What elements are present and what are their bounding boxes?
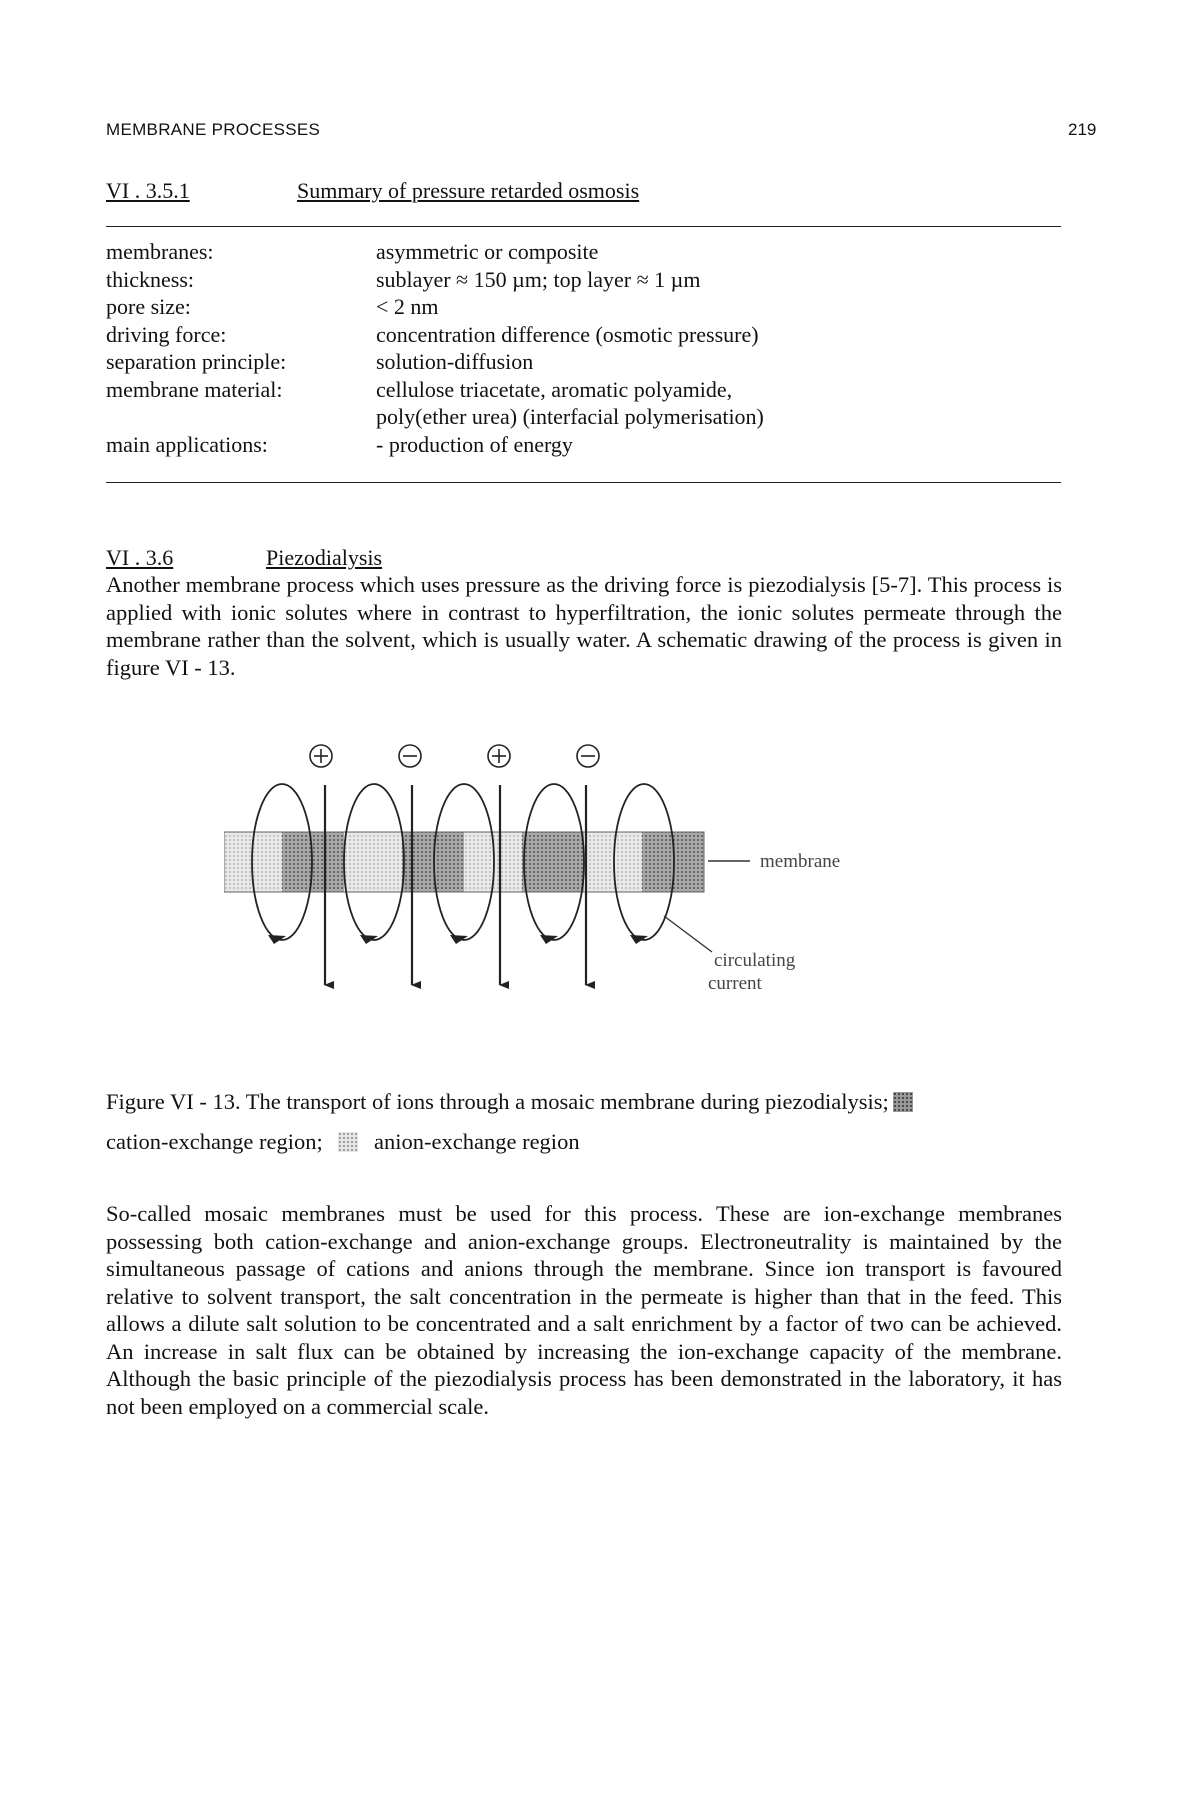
section-number: VI . 3.5.1	[106, 178, 190, 203]
summary-label: thickness:	[106, 266, 194, 292]
ion-signs	[309, 744, 600, 768]
summary-label: pore size:	[106, 294, 191, 319]
figure-caption: Figure VI - 13. The transport of ions th…	[106, 1082, 1076, 1162]
summary-row: poly(ether urea) (interfacial polymerisa…	[106, 403, 1046, 431]
summary-value: cellulose triacetate, aromatic polyamide…	[376, 376, 733, 402]
plus-ion-icon	[487, 744, 511, 768]
anion-exchange-swatch	[338, 1132, 359, 1152]
summary-label: driving force:	[106, 321, 227, 347]
page-number: 219	[1068, 120, 1097, 139]
body-paragraph: So-called mosaic membranes must be used …	[106, 1201, 1062, 1419]
summary-value: sublayer ≈ 150 µm; top layer ≈ 1 µm	[376, 266, 701, 292]
plus-ion-icon	[309, 744, 333, 768]
caption-line-2: cation-exchange region; anion-exchange r…	[106, 1122, 1076, 1162]
section-number: VI . 3.6	[106, 545, 174, 570]
circulating-loops	[251, 783, 675, 941]
caption-text: Figure VI - 13. The transport of ions th…	[106, 1089, 889, 1114]
summary-row: separation principle: solution-diffusion	[106, 348, 1046, 376]
summary-value: solution-diffusion	[376, 349, 534, 374]
figure-piezodialysis: membrane circulating current	[223, 730, 984, 1030]
summary-label: membrane material:	[106, 376, 283, 402]
summary-value: < 2 nm	[376, 294, 439, 319]
caption-cation-label: cation-exchange region;	[106, 1129, 323, 1154]
minus-ion-icon	[576, 744, 600, 768]
table-bottom-rule	[106, 482, 1061, 483]
summary-label: main applications:	[106, 431, 268, 457]
membrane-band	[223, 831, 705, 893]
table-top-rule	[106, 226, 1061, 227]
summary-label: separation principle:	[106, 349, 287, 374]
summary-label: membranes:	[106, 239, 214, 264]
caption-line-1: Figure VI - 13. The transport of ions th…	[106, 1082, 1076, 1122]
ion-flux-arrows	[323, 785, 595, 989]
summary-row: main applications: - production of energ…	[106, 431, 1046, 459]
summary-row: pore size: < 2 nm	[106, 293, 1046, 321]
caption-anion-label: anion-exchange region	[374, 1129, 580, 1154]
running-title: MEMBRANE PROCESSES	[106, 120, 321, 139]
section-title: Summary of pressure retarded osmosis	[297, 178, 640, 203]
summary-label	[106, 403, 376, 431]
summary-row: driving force: concentration difference …	[106, 321, 1046, 349]
label-membrane: membrane	[760, 851, 840, 872]
summary-value: poly(ether urea) (interfacial polymerisa…	[376, 404, 764, 429]
summary-value: - production of energy	[376, 431, 573, 457]
current-leader-line	[663, 915, 713, 953]
summary-row: thickness: sublayer ≈ 150 µm; top layer …	[106, 266, 1046, 294]
intro-paragraph: Another membrane process which uses pres…	[106, 572, 1062, 680]
cation-exchange-swatch	[892, 1092, 913, 1112]
summary-row: membranes: asymmetric or composite	[106, 238, 1046, 266]
minus-ion-icon	[398, 744, 422, 768]
summary-value: concentration difference (osmotic pressu…	[376, 321, 759, 347]
summary-table: membranes: asymmetric or composite thick…	[106, 238, 1046, 458]
figure-drawing: membrane circulating current	[223, 744, 840, 994]
summary-value: asymmetric or composite	[376, 239, 599, 264]
label-current: current	[708, 973, 763, 994]
section-title: Piezodialysis	[266, 545, 383, 570]
summary-row: membrane material: cellulose triacetate,…	[106, 376, 1046, 404]
label-circulating: circulating	[714, 950, 796, 971]
loop-arrowheads	[268, 935, 648, 944]
